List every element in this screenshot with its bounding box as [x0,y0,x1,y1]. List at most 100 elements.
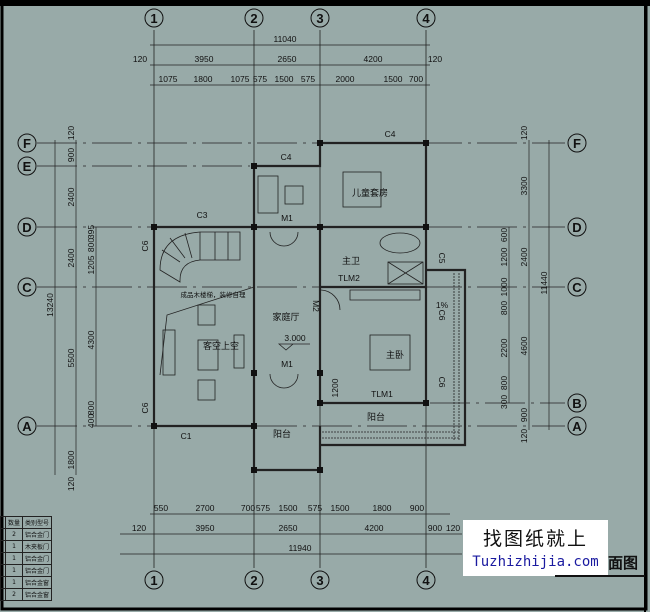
armchair [197,304,216,326]
svg-text:700: 700 [241,503,255,513]
room-balcony-south: 阳台 [273,428,291,440]
svg-text:1500: 1500 [331,503,350,513]
svg-text:1200: 1200 [499,247,509,266]
svg-text:1800: 1800 [373,503,392,513]
svg-text:550: 550 [154,503,168,513]
svg-text:1500: 1500 [384,74,403,84]
axis-marker-D-right: D [567,217,587,237]
bathtub [379,232,421,254]
room-master-bath: 主卫 [342,255,360,267]
svg-text:1205: 1205 [86,255,96,274]
svg-text:A: A [22,419,32,434]
elevation-mark: 3.000 [284,333,306,343]
axis-marker-A-right: A [567,416,587,436]
svg-text:120: 120 [133,54,147,64]
door-tag: TLM2 [338,273,360,283]
svg-text:120: 120 [66,477,76,491]
svg-text:3950: 3950 [196,523,215,533]
axis-marker-F-left: F [17,133,37,153]
axis-marker-E-left: E [17,156,37,176]
axis-marker-4-bottom: 4 [416,570,436,590]
terrace-railing [322,273,460,440]
svg-text:120: 120 [446,523,460,533]
window-tag: C1 [181,431,192,441]
svg-text:600: 600 [499,228,509,242]
svg-text:800: 800 [499,301,509,315]
window-tag: C6 [140,240,150,251]
bed [369,334,411,371]
axis-marker-F-right: F [567,133,587,153]
svg-text:4200: 4200 [365,523,384,533]
door-swing [269,231,299,247]
svg-text:1: 1 [150,11,157,26]
axis-marker-C-right: C [567,277,587,297]
svg-text:400: 400 [86,414,96,428]
elevation-symbol [277,343,310,351]
slope-mark: 1% [436,300,449,310]
axis-marker-1-top: 1 [144,8,164,28]
axis-marker-2-bottom: 2 [244,570,264,590]
svg-text:2700: 2700 [196,503,215,513]
wardrobe [349,289,421,301]
svg-text:2: 2 [250,11,257,26]
room-family-hall: 家庭厅 [272,311,299,323]
window-tag: C4 [385,129,396,139]
svg-text:800: 800 [499,376,509,390]
axis-grid [37,30,565,568]
door-tag: TLM1 [371,389,393,399]
top-dimensions: 11040 120 3950 2650 4200 120 1075 1800 1… [133,34,442,84]
room-kids-suite: 儿童套房 [352,187,388,199]
armchair [197,379,216,401]
window-tag: C6 [437,377,447,388]
svg-text:900: 900 [410,503,424,513]
door-tag: M1 [281,213,293,223]
svg-text:2: 2 [250,573,257,588]
svg-text:A: A [572,419,582,434]
svg-text:2200: 2200 [499,338,509,357]
window-tag: C3 [197,210,208,220]
svg-text:1500: 1500 [275,74,294,84]
svg-text:4600: 4600 [519,336,529,355]
room-master-bed: 主卧 [386,349,404,361]
svg-text:900: 900 [428,523,442,533]
svg-text:11940: 11940 [288,543,311,553]
svg-text:2650: 2650 [279,523,298,533]
svg-text:3: 3 [316,573,323,588]
svg-text:395: 395 [86,225,96,239]
svg-text:120: 120 [519,429,529,443]
room-labels: 儿童套房 主卫 家庭厅 客空上空 主卧 阳台 阳台 成品木楼梯，装修自理 3.0… [140,129,449,441]
svg-text:3950: 3950 [195,54,214,64]
door-swing [269,373,299,389]
desk [257,175,279,214]
watermark: 找图纸就上 Tuzhizhijia.com [463,520,608,576]
svg-text:D: D [22,220,31,235]
svg-text:575: 575 [256,503,270,513]
svg-text:1500: 1500 [279,503,298,513]
axis-marker-D-left: D [17,217,37,237]
axis-marker-A-left: A [17,416,37,436]
svg-text:4: 4 [422,573,430,588]
svg-text:120: 120 [519,126,529,140]
room-balcony-east: 阳台 [367,411,385,423]
svg-text:120: 120 [132,523,146,533]
svg-text:5500: 5500 [66,348,76,367]
svg-text:3: 3 [316,11,323,26]
fixtures [159,171,460,440]
right-dimensions: 11440 120 3300 2400 4600 900 120 600 120… [499,126,549,443]
window-tag: C4 [281,152,292,162]
axis-markers: 1 2 3 4 1 2 3 4 F E D C A F D C B A [17,8,587,590]
svg-text:1800: 1800 [66,450,76,469]
svg-text:1: 1 [150,573,157,588]
svg-text:13240: 13240 [45,293,55,317]
svg-text:2400: 2400 [66,248,76,267]
axis-marker-C-left: C [17,277,37,297]
svg-text:2650: 2650 [278,54,297,64]
stair [159,231,241,283]
coffee-table [197,339,219,371]
